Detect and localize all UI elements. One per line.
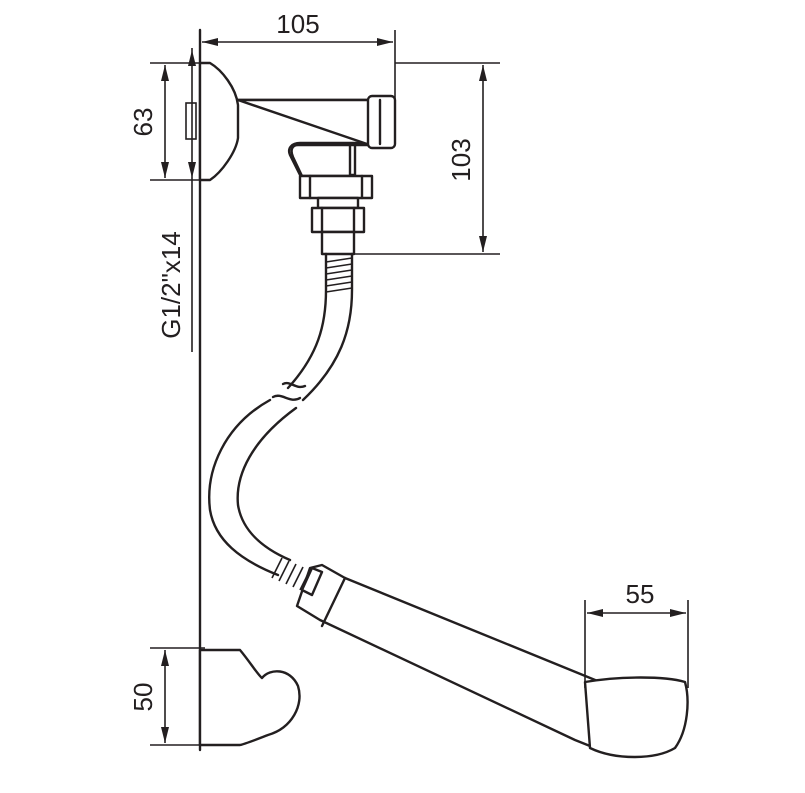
hand-shower <box>295 563 689 759</box>
hose-upper <box>286 252 354 402</box>
dimension-105: 105 <box>202 9 396 100</box>
wall-holder <box>198 648 301 747</box>
dimension-50-label: 50 <box>128 683 158 712</box>
dimension-63-label: 63 <box>128 108 158 137</box>
dimension-thread-label: G1/2"x14 <box>156 231 186 339</box>
dimension-63: 63 <box>128 62 210 181</box>
hose-connector <box>298 174 374 256</box>
dimension-thread: G1/2"x14 <box>156 48 197 352</box>
dimension-55: 55 <box>584 579 689 688</box>
dimension-103: 103 <box>352 62 500 255</box>
dimension-105-label: 105 <box>276 9 319 39</box>
dimension-103-label: 103 <box>446 138 476 181</box>
dimension-55-label: 55 <box>626 579 655 609</box>
valve-body <box>198 61 397 182</box>
hose-lower <box>208 398 311 591</box>
hose-break <box>271 381 307 401</box>
dimension-50: 50 <box>128 647 205 746</box>
